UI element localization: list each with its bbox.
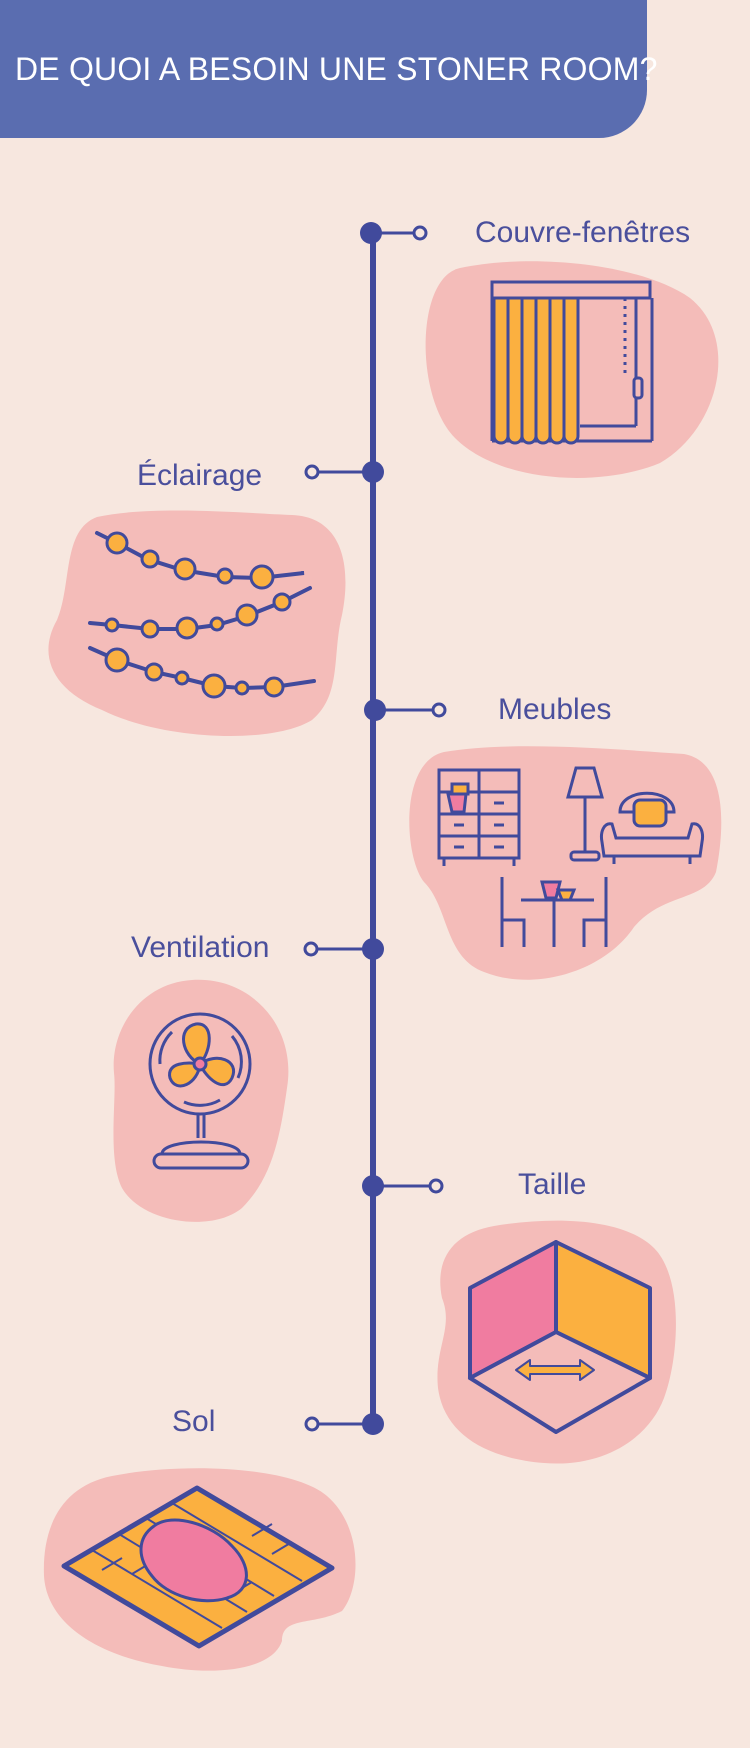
timeline-node bbox=[364, 699, 447, 721]
label-sol: Sol bbox=[172, 1405, 216, 1438]
window-blinds-icon bbox=[425, 261, 719, 478]
string-lights-icon bbox=[48, 510, 346, 737]
timeline-node bbox=[362, 1175, 444, 1197]
label-taille: Taille bbox=[518, 1168, 587, 1201]
label-couvre-fenetres: Couvre-fenêtres bbox=[475, 216, 691, 249]
title-banner: DE QUOI A BESOIN UNE STONER ROOM? bbox=[0, 0, 657, 138]
label-meubles: Meubles bbox=[498, 693, 612, 726]
timeline-node bbox=[304, 1413, 384, 1435]
timeline-node bbox=[303, 938, 384, 960]
page-title: DE QUOI A BESOIN UNE STONER ROOM? bbox=[15, 50, 658, 87]
timeline-node bbox=[360, 222, 428, 244]
label-eclairage: Éclairage bbox=[137, 459, 263, 492]
furniture-icon bbox=[409, 746, 722, 980]
room-size-icon bbox=[437, 1220, 676, 1464]
fan-icon bbox=[113, 979, 289, 1222]
floor-rug-icon bbox=[43, 1468, 356, 1671]
timeline-node bbox=[304, 461, 384, 483]
label-ventilation: Ventilation bbox=[131, 931, 270, 964]
